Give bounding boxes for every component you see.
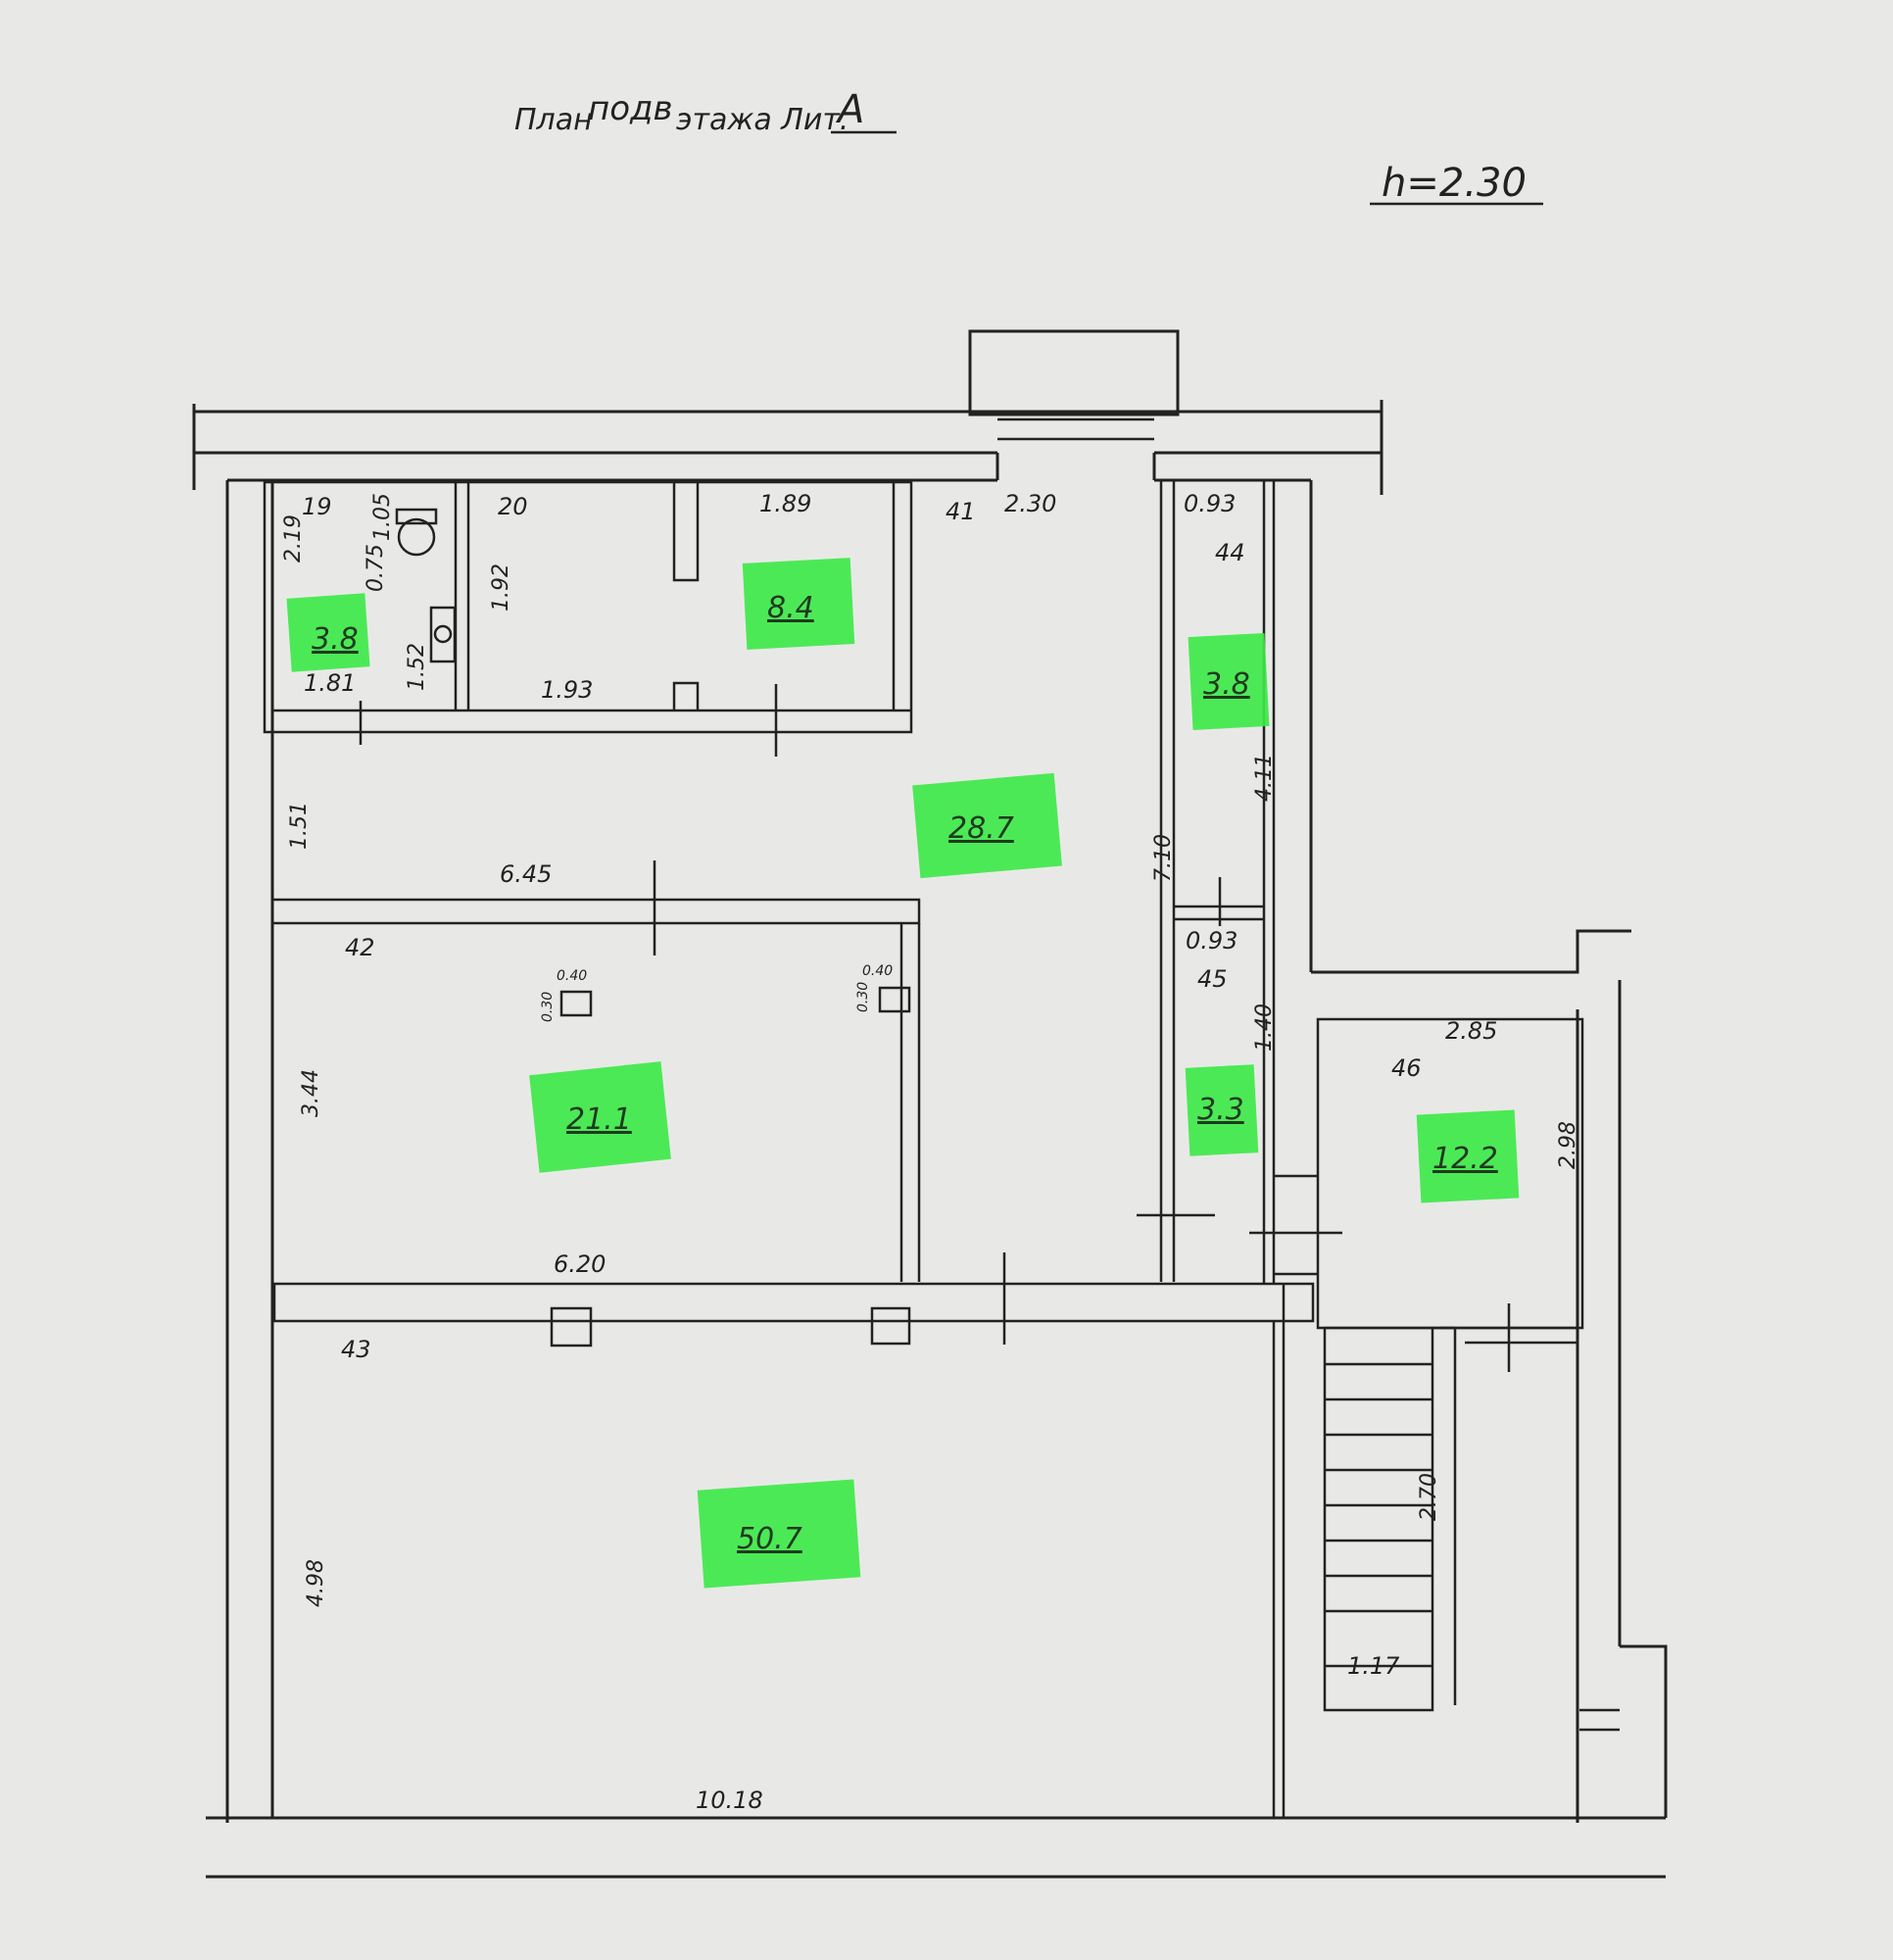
dim-0-30a: 0.30 <box>540 992 556 1022</box>
plan-title-prefix: План <box>514 103 593 137</box>
area-highlights <box>286 558 1520 1589</box>
room-46-area: 12.2 <box>1432 1142 1498 1176</box>
room-20-area: 8.4 <box>767 591 814 625</box>
ceiling-height-label: h=2.30 <box>1382 161 1527 206</box>
dim-0-93-top: 0.93 <box>1184 490 1236 517</box>
toilet-icon <box>395 508 438 557</box>
dim-6-20: 6.20 <box>554 1250 606 1278</box>
dim-1-40: 1.40 <box>1252 1004 1277 1052</box>
dim-1-17: 1.17 <box>1347 1652 1400 1680</box>
dim-1-89: 1.89 <box>759 490 811 517</box>
column-markers <box>550 986 911 1348</box>
dim-2-19: 2.19 <box>281 514 306 563</box>
dim-2-70: 2.70 <box>1417 1473 1441 1521</box>
dimension-labels: 2.19 1.81 1.05 0.75 1.52 1.92 1.93 1.89 … <box>281 490 1580 1814</box>
sink-icon <box>429 606 457 663</box>
plan-title-floor: подв <box>588 89 673 128</box>
room-45-area: 3.3 <box>1197 1093 1244 1127</box>
dim-7-10: 7.10 <box>1151 834 1176 882</box>
dim-4-98: 4.98 <box>304 1559 328 1607</box>
dim-0-40a: 0.40 <box>557 968 587 984</box>
room-20-number: 20 <box>498 493 528 520</box>
dim-4-11: 4.11 <box>1252 754 1277 802</box>
dim-0-75: 0.75 <box>364 544 388 592</box>
entrance-stair <box>997 417 1154 441</box>
interior-walls <box>263 480 1620 1818</box>
room-43: 43 50.7 <box>341 1336 802 1556</box>
plan-title-lit: А <box>835 87 864 132</box>
dim-0-30b: 0.30 <box>855 982 871 1012</box>
room-42-number: 42 <box>345 934 375 961</box>
dim-3-44: 3.44 <box>299 1069 323 1117</box>
dim-1-81: 1.81 <box>304 669 356 697</box>
room-41: 41 28.7 <box>946 498 1014 846</box>
room-19: 19 3.8 <box>302 493 359 657</box>
room-41-area: 28.7 <box>948 811 1014 846</box>
plan-title: План подв этажа Лит. А <box>514 87 897 137</box>
room-42-area: 21.1 <box>566 1102 632 1137</box>
plan-title-suffix: этажа Лит. <box>676 103 849 137</box>
dim-0-40b: 0.40 <box>862 963 893 979</box>
dim-0-93-mid: 0.93 <box>1186 927 1238 955</box>
room-42: 42 21.1 <box>345 934 632 1137</box>
room-19-number: 19 <box>302 493 332 520</box>
door-marks <box>359 684 1511 1372</box>
dim-1-52: 1.52 <box>405 643 429 691</box>
dim-6-45: 6.45 <box>500 860 552 888</box>
ceiling-height: h=2.30 <box>1370 161 1543 206</box>
dim-1-92: 1.92 <box>489 564 513 612</box>
room-41-number: 41 <box>946 498 976 525</box>
room-43-number: 43 <box>341 1336 371 1363</box>
dim-2-98: 2.98 <box>1556 1121 1580 1169</box>
dim-1-05: 1.05 <box>370 493 395 541</box>
dim-2-85: 2.85 <box>1445 1017 1497 1045</box>
room-20: 20 8.4 <box>498 493 814 625</box>
room-44-number: 44 <box>1215 539 1245 566</box>
outer-walls <box>192 329 1668 1879</box>
room-43-area: 50.7 <box>737 1522 802 1556</box>
room-44: 44 3.8 <box>1203 539 1250 702</box>
dim-1-93: 1.93 <box>541 676 593 704</box>
dim-1-51: 1.51 <box>287 802 312 850</box>
dim-2-30: 2.30 <box>1004 490 1056 517</box>
room-45-number: 45 <box>1197 965 1228 993</box>
room-46: 46 12.2 <box>1391 1054 1498 1176</box>
room-44-area: 3.8 <box>1203 667 1250 702</box>
room-19-area: 3.8 <box>312 622 359 657</box>
room-46-number: 46 <box>1391 1054 1422 1082</box>
dim-10-18: 10.18 <box>696 1787 763 1814</box>
room-45: 45 3.3 <box>1197 965 1244 1127</box>
